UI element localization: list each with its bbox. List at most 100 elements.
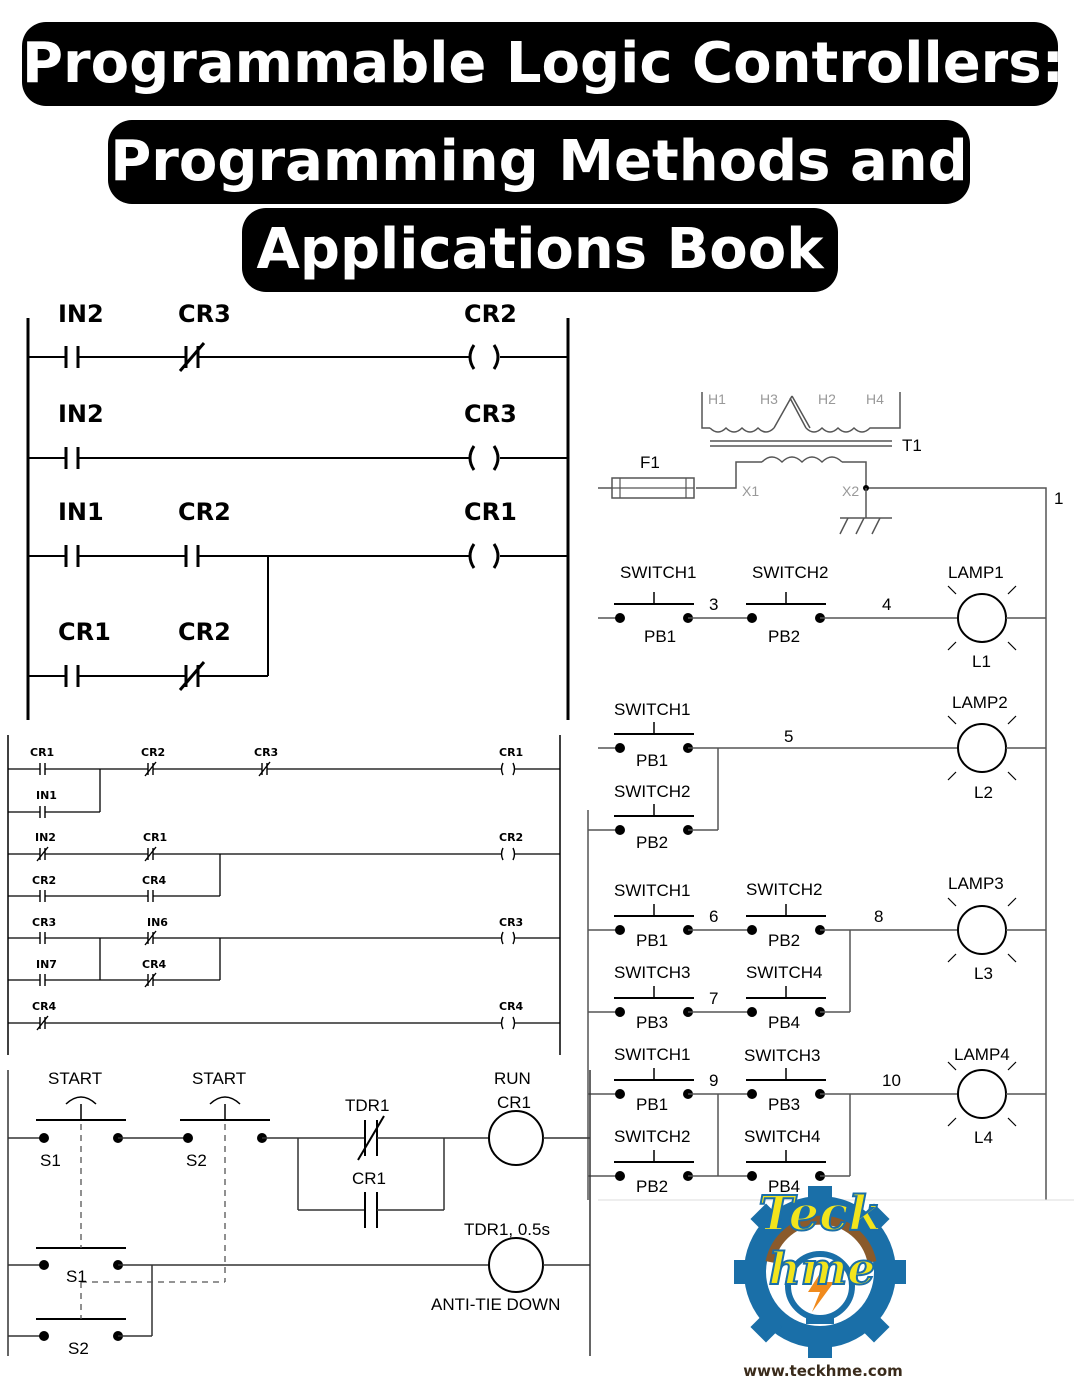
lamp-id: L1 [972,652,991,671]
wire-number: 5 [784,727,793,746]
wire-number: 10 [882,1071,901,1090]
lamp-label: LAMP3 [948,874,1004,893]
logo-text-hme: hme [769,1244,876,1295]
transformer-label: X1 [742,483,759,499]
transformer-label: H1 [708,391,726,407]
title-line-3: Applications Book [242,208,838,292]
logo-text-teck: Teck [758,1186,881,1242]
switch-label: SWITCH1 [614,881,691,900]
ladder2-label: CR3 [32,916,56,929]
lamp-id: L4 [974,1128,993,1147]
wire-number: 4 [882,595,891,614]
pushbutton-label: PB1 [636,1095,668,1114]
ladder2-label: CR4 [142,874,167,887]
wire-number: 7 [709,989,718,1008]
transformer-label: H2 [818,391,836,407]
lamp-label: LAMP4 [954,1045,1010,1064]
tdr-contact-label: TDR1 [345,1096,389,1115]
ladder1-label: CR3 [178,300,231,328]
lamp-id: L3 [974,964,993,983]
wire-number: 6 [709,907,718,926]
anti-tie-down-label: ANTI-TIE DOWN [431,1295,560,1314]
ladder1-label: CR2 [464,300,517,328]
ladder1-label: CR3 [464,400,517,428]
wire-number: 8 [874,907,883,926]
ladder2-label: CR3 [254,746,278,759]
pushbutton-label: PB2 [636,833,668,852]
start-label: START [192,1069,246,1088]
ladder2-label: CR3 [499,916,523,929]
ladder1-label: IN2 [58,400,104,428]
switch-label: SWITCH2 [614,1127,691,1146]
ladder1-label: CR2 [178,498,231,526]
wire-number: 3 [709,595,718,614]
lamp-switch-circuit: H1 H3 H2 H4 T1 X1 X2 F1 1 3 4 5 6 7 8 9 … [587,391,1074,1201]
switch-label: SWITCH2 [614,782,691,801]
ladder2-label: CR1 [30,746,54,759]
website-url[interactable]: www.teckhme.com [743,1362,903,1380]
switch-label: SWITCH1 [614,1045,691,1064]
title-line-1: Programmable Logic Controllers: [22,22,1064,106]
teckhme-logo: Teck hme [734,1185,906,1358]
ladder-diagram-2: CR1 CR2 CR3 CR1 IN1 IN2 CR1 CR2 CR2 CR4 … [7,735,561,1055]
ladder2-label: CR1 [143,831,167,844]
pushbutton-label: PB3 [768,1095,800,1114]
pushbutton-label: PB2 [768,931,800,950]
fuse-label: F1 [640,453,660,472]
switch-label: S2 [68,1339,89,1358]
lamp-id: L2 [974,783,993,802]
transformer-label: X2 [842,483,859,499]
wire-number: 9 [709,1071,718,1090]
pushbutton-label: PB2 [768,627,800,646]
anti-tie-down-circuit: START START S1 S2 TDR1 RUN CR1 CR1 TDR1,… [7,1069,591,1358]
lamp-label: LAMP2 [952,693,1008,712]
switch-label: SWITCH4 [744,1127,821,1146]
ladder2-label: IN7 [36,958,57,971]
ladder2-label: CR4 [32,1000,57,1013]
ladder1-label: CR1 [58,618,111,646]
ladder2-label: IN2 [35,831,56,844]
pushbutton-label: PB4 [768,1013,800,1032]
run-coil-label: CR1 [497,1093,531,1112]
ladder1-label: IN1 [58,498,104,526]
switch-label: SWITCH2 [746,880,823,899]
ladder1-label: CR1 [464,498,517,526]
switch-label: SWITCH1 [614,700,691,719]
transformer-label: H3 [760,391,778,407]
transformer-label: H4 [866,391,884,407]
ladder-diagram-1: IN2 CR3 CR2 IN2 CR3 IN1 CR2 CR1 CR1 CR2 [26,300,570,720]
tdr-coil-label: TDR1, 0.5s [464,1220,550,1239]
run-label: RUN [494,1069,531,1088]
pushbutton-label: PB3 [636,1013,668,1032]
switch-label: SWITCH4 [746,963,823,982]
lightbulb-icon [785,1251,855,1344]
switch-label: S2 [186,1151,207,1170]
pushbutton-label: PB2 [636,1177,668,1196]
switch-label: S1 [66,1267,87,1286]
ladder2-label: CR1 [499,746,523,759]
ladder2-label: CR4 [142,958,167,971]
pushbutton-label: PB4 [768,1177,800,1196]
pushbutton-label: PB1 [636,931,668,950]
transformer-label: T1 [902,436,922,455]
ladder1-label: IN2 [58,300,104,328]
ladder2-label: CR4 [499,1000,524,1013]
pushbutton-label: PB1 [636,751,668,770]
title-line-2: Programming Methods and [108,120,970,204]
ladder2-label: CR2 [499,831,523,844]
ladder2-label: IN6 [147,916,168,929]
lamp-label: LAMP1 [948,563,1004,582]
start-label: START [48,1069,102,1088]
ladder2-label: IN1 [36,789,57,802]
switch-label: SWITCH1 [620,563,697,582]
ladder2-label: CR2 [141,746,165,759]
switch-label: SWITCH3 [744,1046,821,1065]
switch-label: S1 [40,1151,61,1170]
ladder2-label: CR2 [32,874,56,887]
switch-label: SWITCH2 [752,563,829,582]
cr1-contact-label: CR1 [352,1169,386,1188]
pushbutton-label: PB1 [644,627,676,646]
switch-label: SWITCH3 [614,963,691,982]
wire-number: 1 [1054,489,1063,508]
